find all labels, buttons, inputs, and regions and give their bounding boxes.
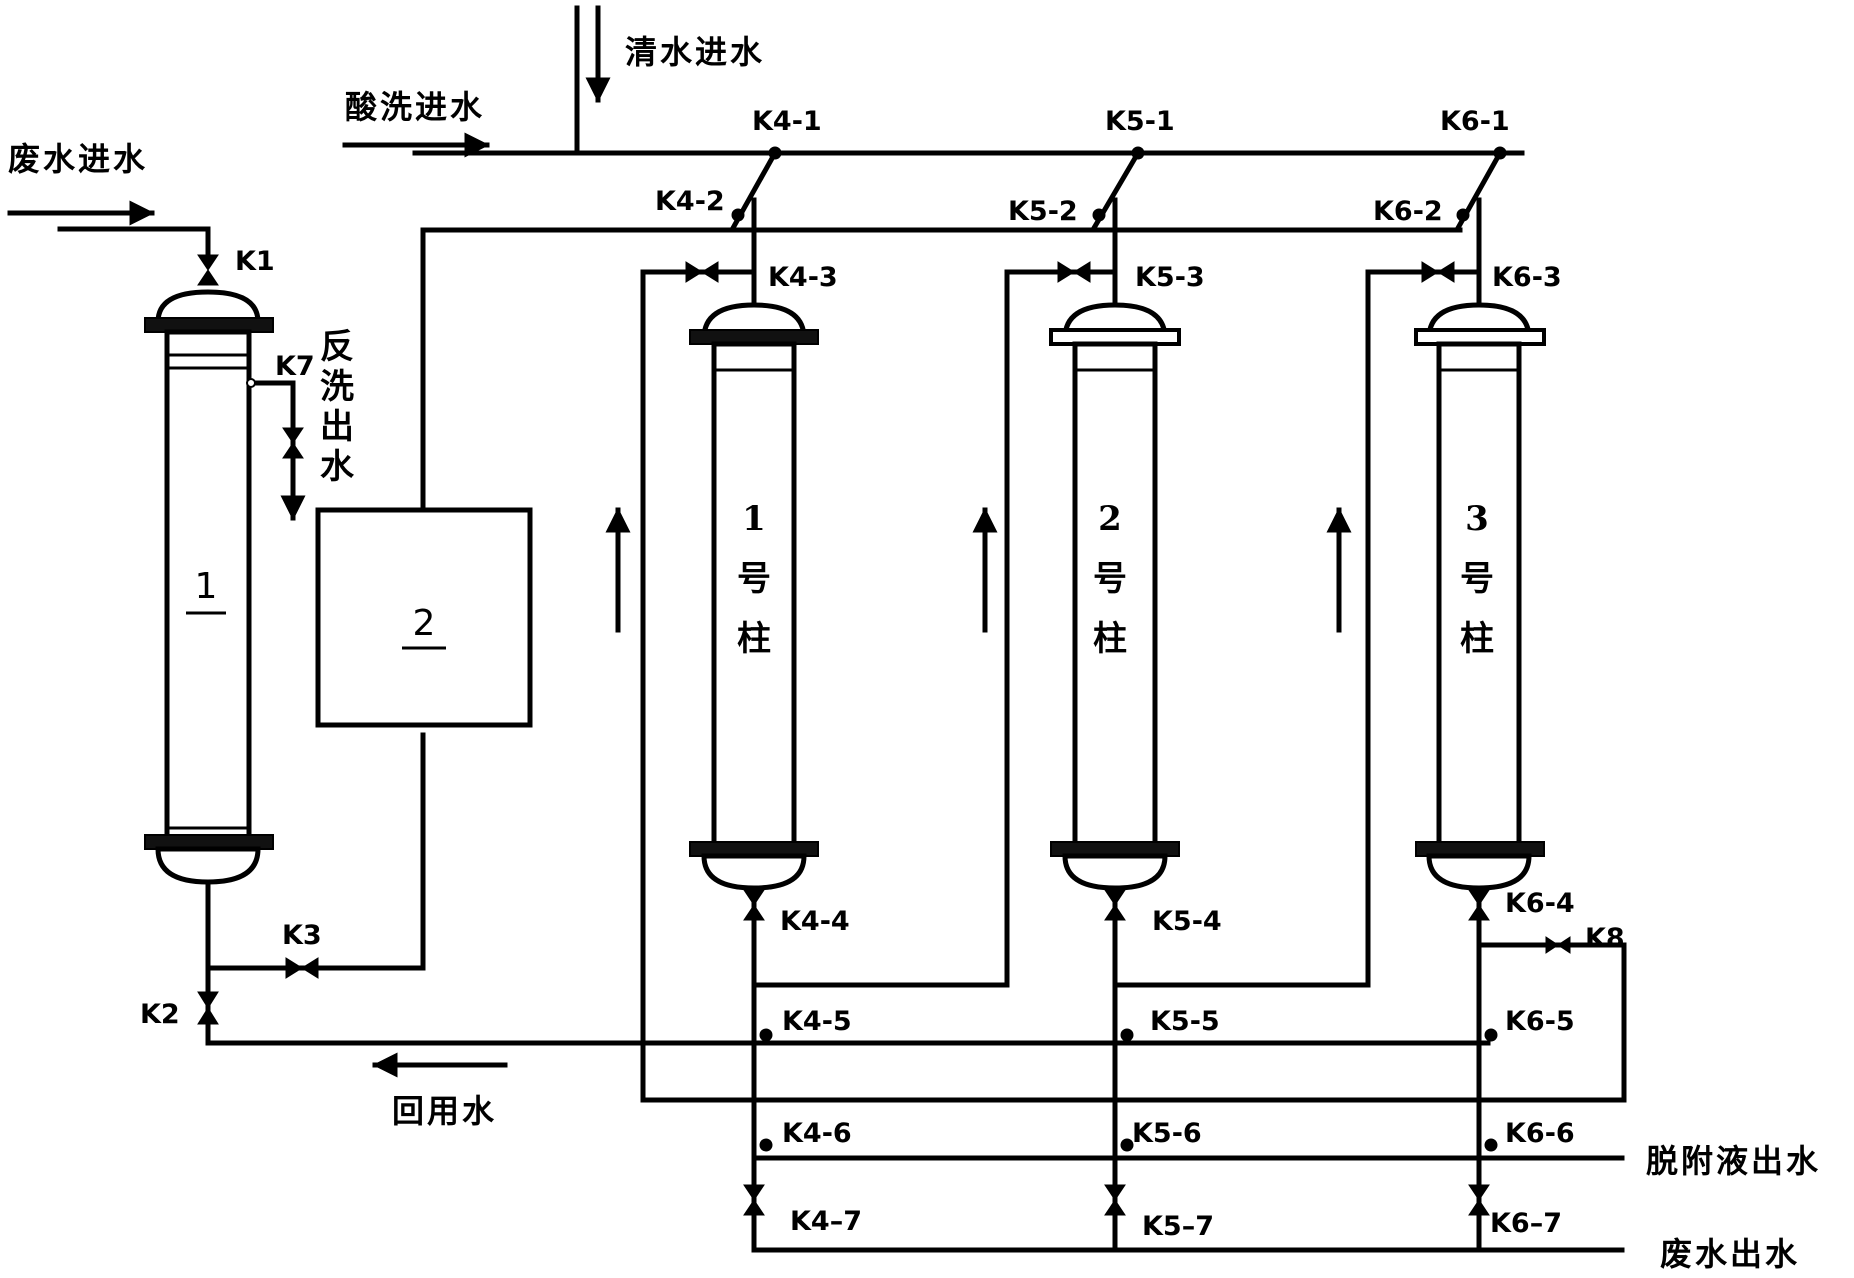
valve-K4-5-label: K4-5 [782,1006,852,1037]
valve-K4-2[interactable]: K4-2 [655,186,745,222]
acid-wash-in-label: 酸洗进水 [345,88,485,126]
valve-K4-4-label: K4-4 [780,906,850,937]
valve-K6-7-label: K6–7 [1490,1208,1562,1239]
valve-K5-7-label: K5–7 [1142,1211,1214,1242]
wastewater-inlet: 废水进水 [7,140,155,226]
unit-1-vessel: 1 [57,226,274,885]
valve-K5-6[interactable]: K5-6 [1120,1118,1202,1152]
desorption-out-label: 脱附液出水 [1646,1142,1821,1180]
backwash-out-label-3: 出 [320,407,354,447]
clean-water-inlet: 清水进水 [585,5,765,103]
column-2-number: 2 [1098,499,1122,539]
valve-K4-7[interactable]: K4–7 [743,1184,862,1237]
unit-2-label: 2 [413,603,436,644]
valve-K4-3-label: K4-3 [768,262,838,293]
reuse-water-label: 回用水 [392,1092,497,1130]
valve-K6-7[interactable]: K6–7 [1468,1184,1562,1239]
valve-K6-2-label: K6-2 [1373,196,1443,227]
valve-K6-6[interactable]: K6-6 [1484,1118,1575,1152]
valve-K4-4[interactable]: K4-4 [743,889,850,937]
backwash-out-label-1: 反 [320,327,354,367]
valve-K5-4-label: K5-4 [1152,906,1222,937]
valve-K4-1-label: K4-1 [752,106,822,137]
valve-K2-label: K2 [140,999,180,1030]
unit-1-label: 1 [195,566,218,607]
valve-K5-1[interactable]: K5-1 [1105,106,1175,160]
column-1-number: 1 [742,499,766,539]
column-1-zhu: 柱 [737,619,771,659]
bottom-collectors [751,1155,1625,1253]
unit-1-outlet-pipes [205,732,1491,1046]
valve-K3-label: K3 [282,920,322,951]
column-3-zhu: 柱 [1460,619,1494,659]
valve-K5-1-label: K5-1 [1105,106,1175,137]
valve-K5-3-label: K5-3 [1135,262,1205,293]
column-1-hao: 号 [737,559,771,599]
valve-K1-label: K1 [235,246,275,277]
acid-wash-inlet: 酸洗进水 [342,88,490,158]
valve-K5-5[interactable]: K5-5 [1120,1006,1220,1042]
valve-K6-4-label: K6-4 [1505,888,1575,919]
valve-K6-2[interactable]: K6-2 [1373,196,1470,227]
valve-K6-3[interactable]: K6-3 [1421,261,1562,293]
valve-K6-6-label: K6-6 [1505,1118,1575,1149]
reuse-water-outlet: 回用水 [372,1052,508,1130]
valve-K6-3-label: K6-3 [1492,262,1562,293]
valve-K5-2-label: K5-2 [1008,196,1078,227]
backwash-outlet: 反 洗 出 水 K7 [246,327,355,521]
valve-K7[interactable] [282,427,304,459]
valve-K5-5-label: K5-5 [1150,1006,1220,1037]
valve-K4-6-label: K4-6 [782,1118,852,1149]
wastewater-in-label: 废水进水 [8,140,148,178]
valve-K4-5[interactable]: K4-5 [759,1006,852,1042]
valve-K3[interactable]: K3 [282,920,322,979]
valve-K2[interactable]: K2 [140,991,219,1030]
valve-K4-7-label: K4–7 [790,1206,862,1237]
column-3-hao: 号 [1460,559,1494,599]
column-2-hao: 号 [1093,559,1127,599]
valve-K7-label: K7 [275,351,315,382]
valve-K4-2-label: K4-2 [655,186,725,217]
column-2: 2 号 柱 [972,149,1482,1253]
backwash-out-label-4: 水 [320,447,355,487]
valve-K5-2[interactable]: K5-2 [1008,196,1106,227]
wastewater-out-label: 废水出水 [1660,1235,1800,1273]
valve-K6-5[interactable]: K6-5 [1484,1006,1575,1042]
valve-K6-4[interactable]: K6-4 [1468,888,1575,921]
valve-K5-6-label: K5-6 [1132,1118,1202,1149]
header-pipe [412,5,1525,156]
valve-K5-3[interactable]: K5-3 [1057,261,1205,293]
column-3-number: 3 [1465,499,1489,539]
valve-K4-1[interactable]: K4-1 [752,106,822,160]
valve-K6-1[interactable]: K6-1 [1440,106,1510,160]
valve-K5-7[interactable]: K5–7 [1104,1184,1214,1242]
valve-K5-4[interactable]: K5-4 [1104,889,1222,937]
valve-K6-1-label: K6-1 [1440,106,1510,137]
valve-K8-label: K8 [1585,923,1625,954]
valve-K8[interactable]: K8 [1545,923,1625,954]
backwash-out-label-2: 洗 [320,367,354,407]
valve-K1[interactable]: K1 [197,246,275,286]
unit-2-box: 2 [315,227,1463,728]
clean-water-in-label: 清水进水 [625,33,765,71]
valve-K4-3[interactable]: K4-3 [685,261,838,293]
column-1: 1 号 柱 [605,149,1118,1253]
valve-K4-6[interactable]: K4-6 [759,1118,852,1152]
valve-K6-5-label: K6-5 [1505,1006,1575,1037]
column-2-zhu: 柱 [1093,619,1127,659]
